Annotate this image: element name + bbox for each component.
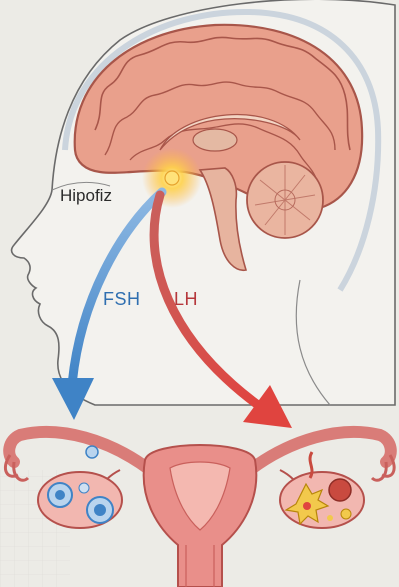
lh-label: LH — [174, 289, 198, 310]
right-ovary — [280, 452, 364, 528]
pituitary-gland — [165, 171, 179, 185]
left-ovary — [38, 446, 122, 528]
fsh-label: FSH — [103, 289, 141, 310]
cerebellum — [247, 162, 323, 238]
pituitary-label: Hipofiz — [60, 186, 112, 206]
